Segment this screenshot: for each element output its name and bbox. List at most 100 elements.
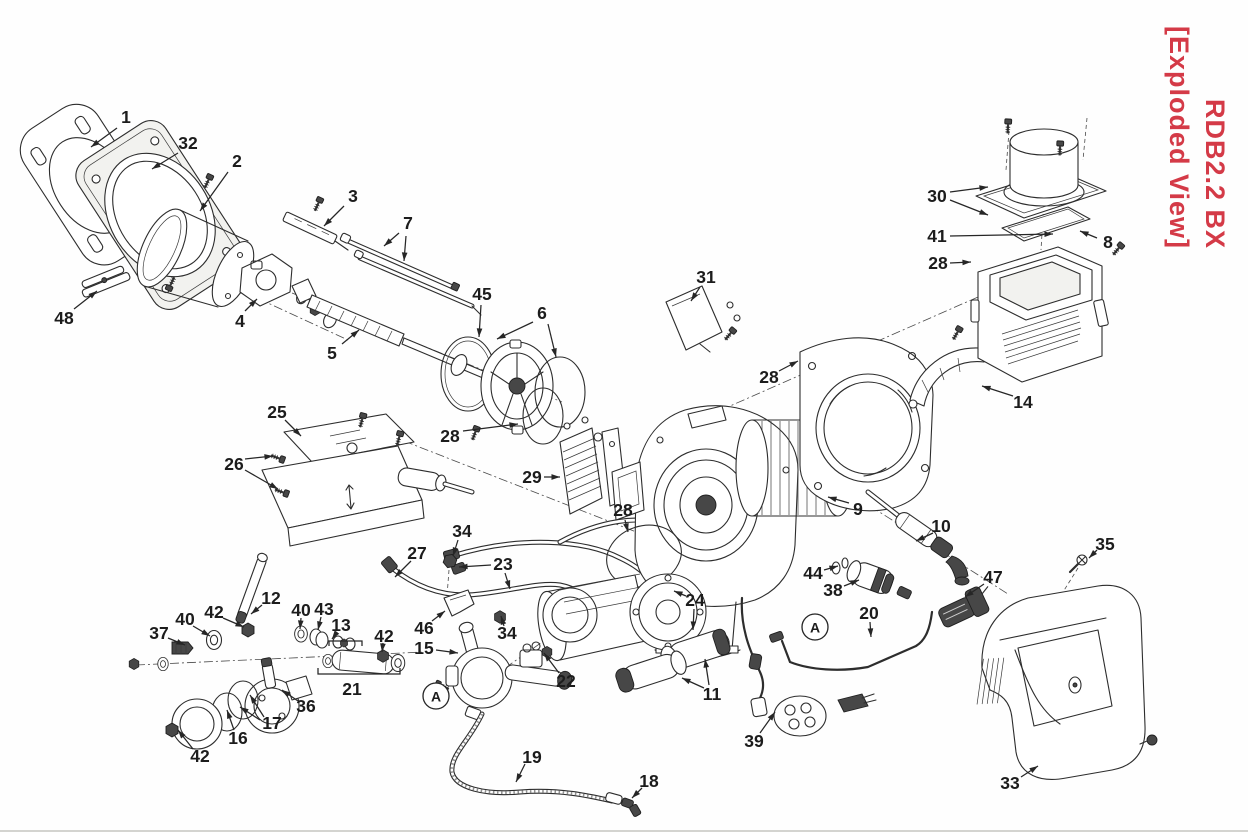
leader-arrowhead	[703, 659, 710, 668]
leader-arrowhead	[691, 292, 699, 301]
leader-arrowhead	[850, 580, 859, 586]
leader-arrowhead	[235, 621, 244, 627]
detail-marker-circle	[422, 682, 450, 710]
part-cable-harness	[742, 598, 876, 736]
leader-arrowhead	[674, 591, 683, 597]
part-rods	[340, 233, 481, 315]
part-mounting-flange	[69, 114, 251, 317]
leader-arrowhead	[509, 422, 518, 428]
screw-icon	[268, 451, 287, 465]
leader-arrowhead	[178, 730, 186, 739]
leader-arrowhead	[297, 620, 304, 629]
part-label-20: 20	[859, 603, 879, 623]
screw-icon	[1003, 117, 1013, 135]
model-name: RDB2.2 BX	[1200, 99, 1230, 250]
leader-arrowhead	[264, 454, 273, 460]
part-label-35: 35	[1095, 534, 1115, 554]
leader-arrowhead	[551, 474, 560, 480]
leader-arrowhead	[350, 330, 359, 338]
part-label-37: 37	[149, 623, 168, 643]
leader-arrowhead	[395, 568, 404, 577]
leader-arrowhead	[623, 523, 629, 532]
part-label-42: 42	[190, 746, 210, 766]
leader-arrowhead	[436, 611, 445, 619]
leader-arrowhead	[916, 534, 925, 541]
part-label-28: 28	[759, 367, 779, 387]
part-label-31: 31	[696, 267, 716, 287]
leader-arrowhead	[829, 565, 838, 572]
part-label-22: 22	[556, 671, 576, 691]
leader-arrowhead	[452, 547, 459, 556]
leader-line	[949, 233, 1054, 237]
detail-marker-A: A	[810, 620, 820, 636]
part-label-34: 34	[452, 521, 472, 541]
leader-arrowhead	[979, 209, 988, 215]
part-blast-tube	[127, 202, 262, 313]
screw-icon	[468, 424, 482, 443]
part-label-8: 8	[1103, 232, 1113, 252]
detail-marker-circle	[801, 613, 829, 641]
leader-arrowhead	[459, 563, 468, 570]
leader-arrowhead	[1029, 766, 1038, 774]
leader-arrowhead	[1044, 231, 1053, 237]
leader-arrowhead	[1089, 549, 1098, 558]
part-label-14: 14	[1013, 392, 1033, 412]
part-label-19: 19	[522, 747, 542, 767]
part-label-44: 44	[803, 563, 823, 583]
leader-arrowhead	[682, 678, 691, 685]
part-label-6: 6	[537, 303, 547, 323]
leader-arrowhead	[200, 202, 208, 211]
part-label-25: 25	[267, 402, 287, 422]
part-label-40: 40	[175, 609, 195, 629]
leader-arrowhead	[240, 707, 249, 715]
screw-icon	[310, 195, 326, 214]
part-label-28: 28	[613, 500, 633, 520]
part-label-33: 33	[1000, 773, 1020, 793]
part-label-47: 47	[983, 567, 1002, 587]
leader-arrowhead	[380, 643, 386, 652]
leader-arrowhead	[250, 695, 257, 704]
part-label-15: 15	[414, 638, 434, 658]
leader-arrowhead	[332, 630, 340, 639]
part-wire	[769, 612, 932, 670]
part-label-24: 24	[685, 590, 705, 610]
part-label-21: 21	[342, 679, 362, 699]
leader-arrowhead	[632, 789, 641, 798]
leader-arrowhead	[91, 139, 100, 147]
part-label-30: 30	[927, 186, 947, 206]
part-electrode-bracket	[283, 212, 348, 250]
part-label-32: 32	[178, 133, 198, 153]
part-cover	[977, 585, 1157, 779]
part-label-39: 39	[744, 731, 764, 751]
leader-arrowhead	[690, 621, 697, 630]
leader-arrowhead	[551, 348, 557, 357]
part-panel	[666, 286, 740, 352]
part-label-16: 16	[228, 728, 248, 748]
part-label-13: 13	[331, 615, 351, 635]
leader-arrowhead	[384, 238, 393, 246]
leader-arrowhead	[965, 589, 974, 597]
part-label-27: 27	[407, 543, 426, 563]
part-label-10: 10	[931, 516, 951, 536]
part-capacitor	[614, 627, 733, 694]
leader-arrowhead	[516, 773, 523, 782]
part-label-36: 36	[296, 696, 316, 716]
leader-arrowhead	[767, 712, 775, 721]
part-clamp	[78, 264, 130, 298]
detail-marker-A: A	[431, 689, 441, 705]
part-label-41: 41	[927, 226, 947, 246]
part-photocell	[832, 558, 912, 600]
screw-icon	[949, 324, 965, 343]
part-label-43: 43	[314, 599, 334, 619]
leader-arrowhead	[500, 616, 507, 625]
part-label-29: 29	[522, 467, 542, 487]
part-coil	[520, 642, 542, 667]
leader-arrowhead	[544, 653, 552, 662]
part-label-3: 3	[348, 186, 358, 206]
part-label-26: 26	[224, 454, 244, 474]
part-motor	[533, 574, 706, 663]
leader-arrowhead	[324, 217, 333, 226]
page-edge	[0, 830, 1248, 832]
leader-arrowhead	[201, 629, 210, 636]
